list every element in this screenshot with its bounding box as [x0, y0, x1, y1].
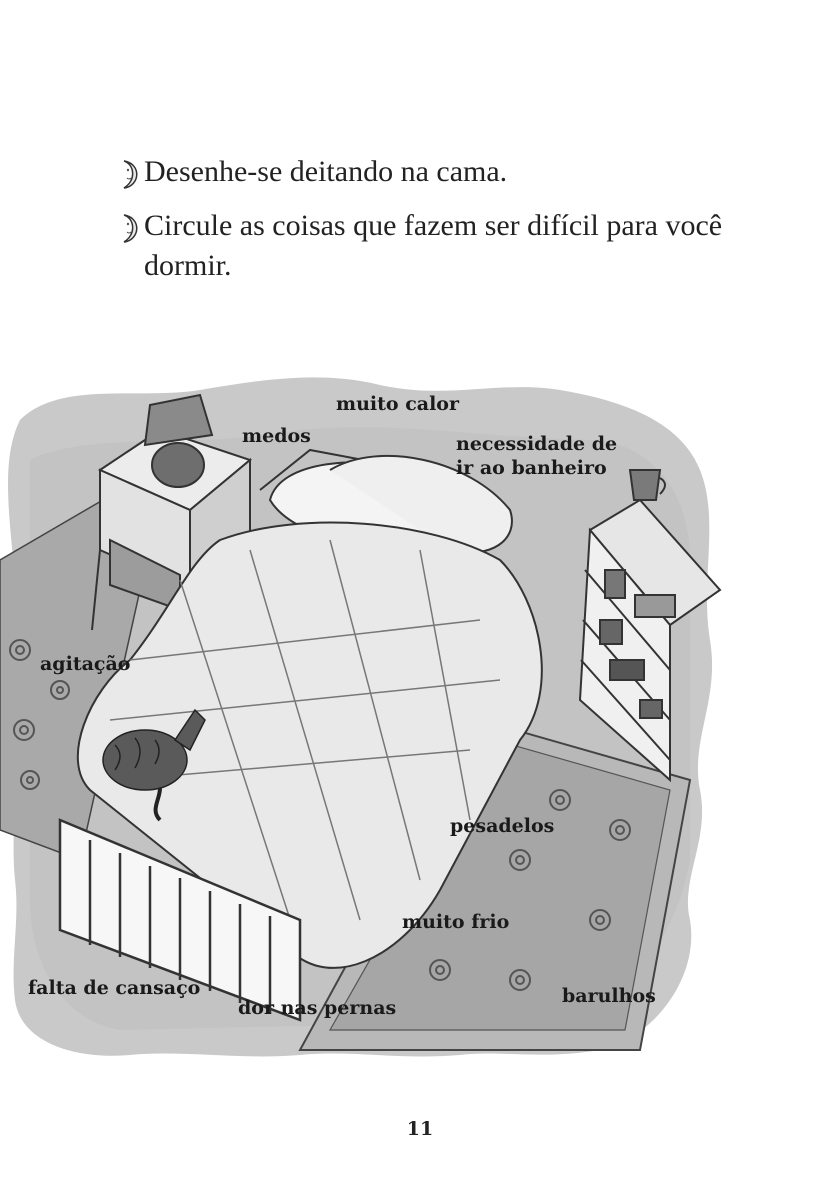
label-pesadelos: pesadelos [450, 815, 555, 837]
lamp [143, 393, 214, 488]
label-necessidade-line1: necessidade de [456, 433, 618, 455]
instructions: Desenhe-se deitando na cama. Circule as … [110, 152, 750, 300]
page-number: 11 [406, 1118, 434, 1140]
label-barulhos: barulhos [562, 985, 656, 1007]
instruction-text: Desenhe-se deitando na cama. [144, 155, 508, 188]
bedroom-illustration [0, 377, 722, 1057]
label-agitacao: agitação [40, 653, 131, 675]
footboard [58, 818, 302, 1022]
crescent-moon-icon [123, 160, 138, 189]
label-medos: medos [242, 425, 311, 447]
cat [102, 708, 206, 822]
mug [628, 469, 666, 501]
label-muito-frio: muito frio [402, 911, 510, 933]
instruction-item: Desenhe-se deitando na cama. [110, 152, 750, 192]
label-falta-de-cansaco: falta de cansaço [28, 977, 201, 999]
label-necessidade-line2: ir ao banheiro [456, 457, 607, 479]
bookshelf [578, 498, 722, 783]
label-dor-nas-pernas: dor nas pernas [238, 997, 397, 1019]
instruction-text: Circule as coisas que fazem ser difícil … [144, 209, 723, 282]
instruction-item: Circule as coisas que fazem ser difícil … [110, 206, 750, 286]
label-muito-calor: muito calor [336, 393, 459, 415]
crescent-moon-icon [123, 214, 138, 243]
